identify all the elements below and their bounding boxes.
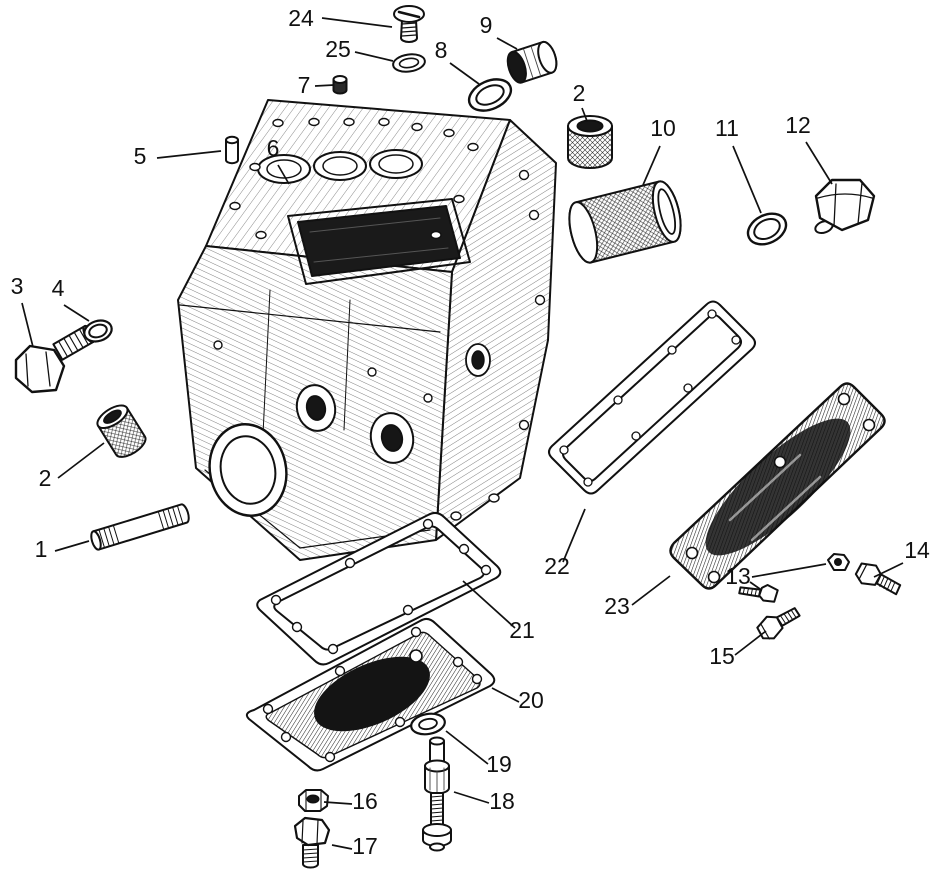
callout-label-22: 22 (544, 553, 570, 579)
part-23-side-cover (669, 382, 886, 590)
callout-label-17: 17 (352, 833, 378, 859)
leader-line-15 (734, 630, 767, 656)
screw-slot-icon (397, 10, 421, 19)
leader-line-25 (354, 51, 394, 62)
part-7-plug (332, 75, 348, 95)
part-17-bolt (293, 816, 331, 869)
callout-label-7: 7 (298, 72, 311, 98)
leader-line-23 (631, 575, 671, 606)
leader-line-12 (805, 141, 833, 185)
part-8-seal-ring (467, 78, 513, 112)
part-1-stud (90, 503, 190, 551)
leader-line-7 (314, 84, 335, 87)
part-14-bolt (854, 562, 902, 596)
leader-line-6 (277, 164, 290, 185)
part-9-cup-plug (506, 40, 558, 84)
callout-label-4: 4 (52, 275, 65, 301)
part-6-crankcase-housing (177, 99, 557, 561)
leader-line-17 (331, 844, 353, 850)
callout-label-8: 8 (435, 37, 448, 63)
leader-line-3 (21, 302, 34, 348)
part-5-pin (225, 135, 239, 165)
leader-line-24 (321, 17, 393, 28)
callout-label-25: 25 (325, 36, 351, 62)
callout-label-2: 2 (573, 80, 586, 106)
part-2-bushing-left (96, 404, 147, 458)
callout-label-6: 6 (267, 135, 280, 161)
callout-label-23: 23 (604, 593, 630, 619)
part-25-washer (392, 53, 426, 73)
leader-line-8 (449, 62, 480, 85)
right-face-holes (450, 169, 546, 521)
leader-line-20 (491, 687, 520, 703)
part-4-seal-ring (83, 319, 113, 343)
top-face-bores (257, 149, 423, 184)
callout-label-12: 12 (785, 112, 811, 138)
leader-line-11 (732, 145, 762, 214)
callout-label-16: 16 (352, 788, 378, 814)
leader-line-5 (156, 150, 222, 159)
part-16-nut (298, 789, 329, 812)
part-21-gasket (256, 511, 502, 666)
leader-line-18 (453, 791, 490, 804)
callout-label-11: 11 (715, 115, 739, 141)
leader-line-4 (63, 304, 90, 322)
callout-label-18: 18 (489, 788, 515, 814)
part-10-liner (568, 180, 682, 264)
leader-line-2 (57, 442, 105, 479)
part-12-hex-plug (814, 178, 876, 235)
part-11-seal-ring (746, 212, 788, 246)
part-20-bottom-cover (245, 617, 496, 772)
top-face-small-holes (229, 117, 479, 240)
callout-label-5: 5 (134, 143, 147, 169)
leader-line-21 (462, 580, 516, 629)
leader-line-16 (323, 801, 353, 805)
leader-line-22 (562, 508, 586, 563)
callout-label-10: 10 (650, 115, 676, 141)
leader-line-14 (873, 562, 904, 578)
part-18-breather-stud (422, 736, 452, 852)
callout-label-1: 1 (35, 536, 48, 562)
leader-line-2 (581, 107, 588, 122)
leader-line-9 (496, 37, 518, 50)
part-22-gasket (548, 300, 756, 495)
part-2-bushing-upper (567, 115, 613, 169)
callout-label-2: 2 (39, 465, 52, 491)
part-13-fastener (738, 553, 850, 603)
callout-label-24: 24 (288, 5, 314, 31)
front-face-bores (208, 340, 433, 517)
callout-label-13: 13 (725, 563, 751, 589)
callout-label-20: 20 (518, 687, 544, 713)
callout-label-21: 21 (509, 617, 535, 643)
leader-line-13 (751, 563, 827, 578)
callout-label-19: 19 (486, 751, 512, 777)
callout-label-15: 15 (709, 643, 735, 669)
leader-line-10 (642, 145, 661, 186)
callout-label-3: 3 (11, 273, 24, 299)
callout-label-9: 9 (480, 12, 493, 38)
leader-line-1 (54, 540, 90, 552)
part-24-screw (393, 5, 425, 43)
leader-line-19 (445, 730, 489, 765)
callout-label-14: 14 (904, 537, 930, 563)
part-15-bolt (756, 607, 801, 640)
part-19-washer (410, 712, 446, 736)
leader-line-13-1 (749, 581, 761, 590)
